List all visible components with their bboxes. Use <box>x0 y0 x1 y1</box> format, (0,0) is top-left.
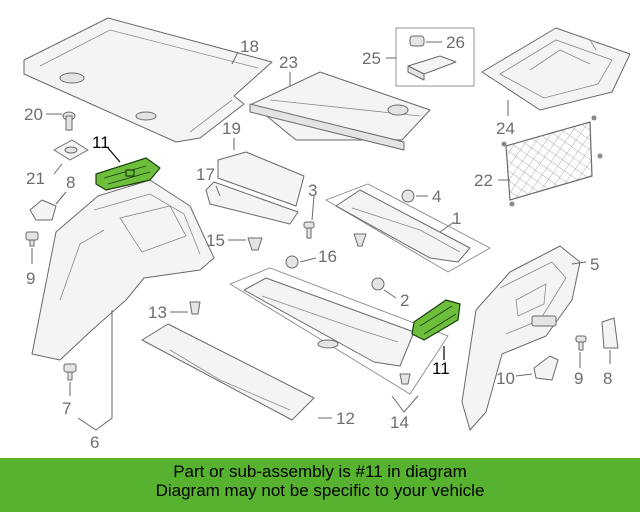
callout-4: 4 <box>432 187 441 206</box>
callout-8-right: 8 <box>603 369 612 388</box>
leader-17 <box>215 185 221 197</box>
part-2-clip[interactable] <box>371 277 385 291</box>
leader-5 <box>77 310 113 431</box>
part-14-trim-panel[interactable] <box>243 277 415 367</box>
leader-10 <box>515 373 533 377</box>
banner-line-1: Part or sub-assembly is #11 in diagram <box>173 462 467 481</box>
part-9-fastener-left[interactable] <box>25 231 39 247</box>
callout-15: 15 <box>206 231 225 250</box>
callout-17: 17 <box>196 165 215 184</box>
part-18-trim-strip[interactable] <box>217 151 305 207</box>
part-15-clip[interactable] <box>247 237 263 251</box>
callout-8-left: 8 <box>66 173 75 192</box>
callout-25: 25 <box>362 49 381 68</box>
callout-13: 13 <box>148 303 167 322</box>
leader-1 <box>439 221 455 233</box>
callout-21: 20 <box>24 105 43 124</box>
callout-18: 19 <box>222 119 241 138</box>
leader-20 <box>53 163 63 175</box>
part-7-fastener[interactable] <box>63 363 77 381</box>
callout-19: 18 <box>240 37 259 56</box>
callout-14: 14 <box>390 413 409 432</box>
callout-11-left: 11 <box>92 133 110 152</box>
part-20-bracket[interactable] <box>53 139 89 161</box>
part-8-bracket-right[interactable] <box>601 317 619 349</box>
part-11-storage-bin-left[interactable] <box>95 157 161 191</box>
part-9-fastener-right[interactable] <box>575 335 587 351</box>
callout-20: 21 <box>26 169 45 188</box>
part-16-clip-nut[interactable] <box>285 255 299 269</box>
callout-5: 6 <box>90 433 99 452</box>
callout-6: 5 <box>590 255 599 274</box>
part-23-cargo-net[interactable] <box>501 115 603 207</box>
part-12-floor-panel[interactable] <box>141 323 315 421</box>
part-24-storage-tray[interactable] <box>481 27 631 111</box>
callout-2: 2 <box>400 291 409 310</box>
banner-line-2: Diagram may not be specific to your vehi… <box>155 481 485 500</box>
leader-3 <box>311 195 315 221</box>
callout-23: 22 <box>474 171 493 190</box>
callout-9-left: 9 <box>26 269 35 288</box>
part-3-screw[interactable] <box>303 221 315 239</box>
part-10-cover[interactable] <box>533 355 559 381</box>
callout-1: 1 <box>452 209 461 228</box>
part-22-tonneau-cover[interactable] <box>249 71 431 151</box>
part-11-storage-bin-right[interactable] <box>411 299 461 341</box>
part-26-lamp-bulb[interactable] <box>409 35 425 47</box>
part-4-clip[interactable] <box>401 189 415 203</box>
box-14 <box>228 267 449 395</box>
part-8-bracket-left[interactable] <box>29 199 57 221</box>
callout-10: 10 <box>496 369 515 388</box>
part-1-side-trim[interactable] <box>335 189 471 263</box>
part-21-clip[interactable] <box>62 111 76 131</box>
part-5-quarter-trim-left[interactable] <box>31 179 215 361</box>
callout-26: 26 <box>446 33 465 52</box>
leader-14 <box>391 395 419 413</box>
part-14-clip[interactable] <box>399 373 411 385</box>
callout-7: 7 <box>62 399 71 418</box>
part-25-cargo-lamp[interactable] <box>407 55 457 81</box>
part-6-quarter-trim-right[interactable] <box>461 245 581 431</box>
callout-16: 16 <box>318 247 337 266</box>
box-25 <box>395 27 475 87</box>
callout-22: 23 <box>279 53 298 72</box>
callout-12: 12 <box>336 409 355 428</box>
callout-24: 24 <box>496 119 515 138</box>
info-banner: Part or sub-assembly is #11 in diagram D… <box>0 458 640 512</box>
part-13-clip[interactable] <box>189 301 201 315</box>
leader-6 <box>571 261 587 265</box>
callout-9-right: 9 <box>574 369 583 388</box>
part-17-panel[interactable] <box>205 181 299 225</box>
callout-11-right: 11 <box>432 359 450 378</box>
part-19-load-floor[interactable] <box>23 17 273 143</box>
leader-8-left <box>55 191 67 205</box>
part-push-clip[interactable] <box>353 233 367 247</box>
box-1 <box>324 183 491 273</box>
leader-19 <box>231 51 239 65</box>
leader-11-left <box>107 147 121 163</box>
leader-2 <box>383 289 397 299</box>
callout-3: 3 <box>308 181 317 200</box>
leader-16 <box>299 257 317 263</box>
